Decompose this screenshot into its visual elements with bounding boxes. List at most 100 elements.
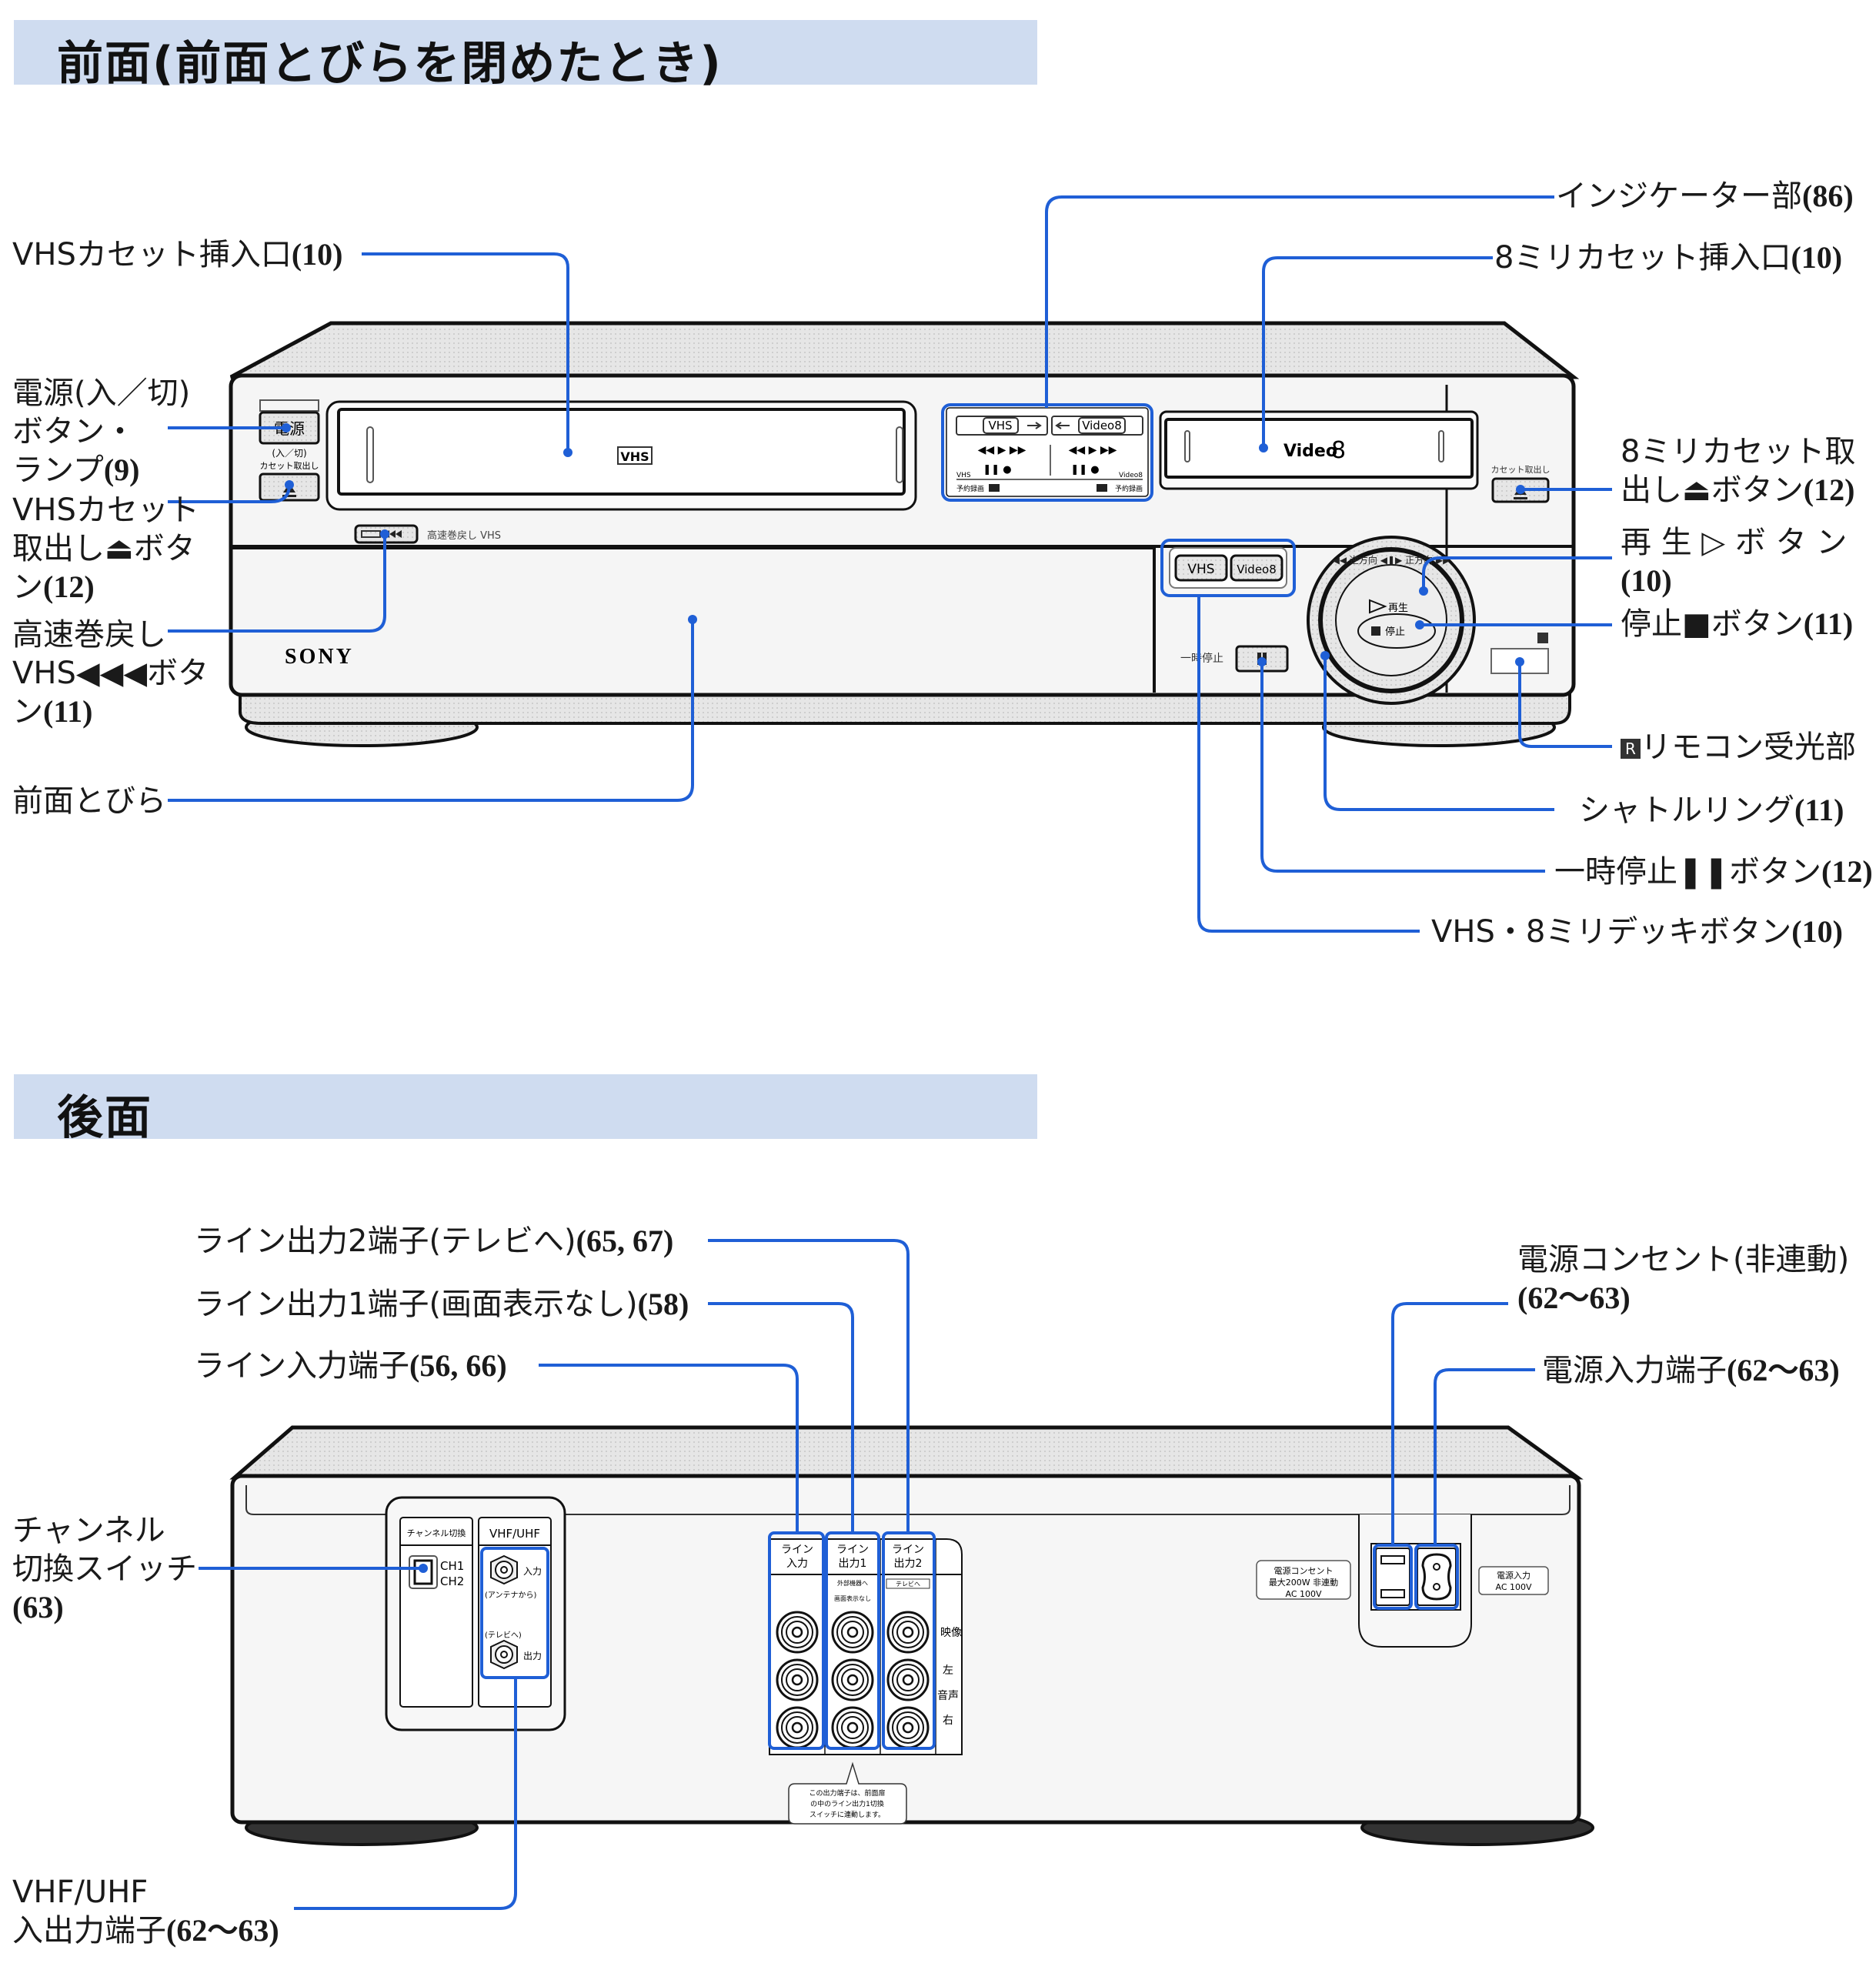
svg-text:カセット取出し: カセット取出し <box>260 460 319 471</box>
line-in-audio-left-jack[interactable] <box>776 1658 819 1701</box>
svg-text:一時停止: 一時停止 <box>1180 652 1223 665</box>
svg-text:Video8: Video8 <box>1119 472 1143 479</box>
rear-device: チャンネル切換 CH1 CH2 VHF/UHF 入力 (アンテナから) (テレビ… <box>229 1425 1594 1846</box>
label-front-door: 前面とびら <box>12 783 166 819</box>
svg-text:❚❚ ●: ❚❚ ● <box>983 464 1011 476</box>
svg-text:外部機器へ: 外部機器へ <box>837 1579 868 1587</box>
label-line-out1: ライン出力1端子(画面表示なし)(58) <box>194 1287 689 1322</box>
svg-text:映像: 映像 <box>940 1627 962 1639</box>
svg-text:この出力端子は、前面扉: この出力端子は、前面扉 <box>809 1788 885 1798</box>
vhs-logo: VHS <box>620 449 649 464</box>
svg-text:CH2: CH2 <box>440 1574 464 1588</box>
svg-text:入力: 入力 <box>523 1566 542 1577</box>
label-line-out2: ライン出力2端子(テレビへ)(65, 67) <box>194 1224 674 1259</box>
line-out2-video-jack[interactable] <box>886 1611 930 1654</box>
svg-text:8: 8 <box>1331 437 1346 464</box>
svg-text:電源コンセント: 電源コンセント <box>1274 1565 1334 1576</box>
svg-text:(テレビへ): (テレビへ) <box>485 1631 522 1640</box>
label-power-button: 電源(入／切) ボタン・ ランプ(9) <box>12 376 191 488</box>
svg-text:Video8: Video8 <box>1082 419 1122 432</box>
line-out1-audio-left-jack[interactable] <box>831 1658 874 1701</box>
svg-text:❚❚ ●: ❚❚ ● <box>1070 464 1099 476</box>
label-play-button: 再 生 ▷ ボ タ ン (10) <box>1621 525 1848 598</box>
svg-text:右: 右 <box>943 1715 953 1727</box>
svg-text:スイッチに連動します。: スイッチに連動します。 <box>809 1810 885 1819</box>
stop-icon <box>1371 626 1380 636</box>
svg-text:予約録画: 予約録画 <box>1115 484 1143 493</box>
svg-text:◀◀ ▶ ▶▶: ◀◀ ▶ ▶▶ <box>1069 444 1117 456</box>
svg-text:電源入力: 電源入力 <box>1497 1570 1531 1581</box>
rear-section-header: 後面 <box>14 1074 1037 1145</box>
svg-text:AC 100V: AC 100V <box>1285 1589 1322 1599</box>
rear-section-title: 後面 <box>57 1091 152 1145</box>
front-leader-lines <box>168 195 1612 933</box>
front-base <box>239 691 1571 725</box>
sony-logo: SONY <box>285 645 354 669</box>
video8-deck-button[interactable] <box>1230 554 1283 582</box>
svg-text:VHS: VHS <box>1187 562 1214 577</box>
label-power-outlet: 電源コンセント(非連動) (62〜63) <box>1517 1242 1850 1315</box>
vhs-deck-button[interactable] <box>1174 554 1228 582</box>
label-channel-switch: チャンネル 切換スイッチ (63) <box>12 1513 197 1624</box>
line-in-audio-right-jack[interactable] <box>776 1706 819 1749</box>
svg-text:チャンネル切換: チャンネル切換 <box>407 1528 466 1538</box>
rear-top-panel <box>229 1425 1584 1480</box>
svg-text:ライン: ライン <box>781 1544 813 1556</box>
front-section-title: 前面(前面とびらを閉めたとき) <box>57 37 723 91</box>
front-section-header: 前面(前面とびらを閉めたとき) <box>14 20 1037 91</box>
svg-text:音声: 音声 <box>937 1689 959 1702</box>
label-video8-slot: 8ミリカセット挿入口(10) <box>1494 240 1843 275</box>
rear-leader-lines <box>199 1239 1535 1910</box>
line-out1-video-jack[interactable] <box>831 1611 874 1654</box>
channel-switch[interactable] <box>413 1559 433 1585</box>
svg-text:出力: 出力 <box>523 1651 542 1661</box>
stop-button[interactable] <box>1357 613 1436 649</box>
svg-text:最大200W 非連動: 最大200W 非連動 <box>1269 1577 1338 1588</box>
line-in-video-jack[interactable] <box>776 1611 819 1654</box>
label-power-input: 電源入力端子(62〜63) <box>1542 1353 1840 1388</box>
front-top-panel <box>229 321 1580 379</box>
front-door <box>231 546 1156 693</box>
svg-text:停止: 停止 <box>1385 626 1405 638</box>
svg-text:VHS: VHS <box>988 419 1012 432</box>
label-stop-button: 停止■ボタン(11) <box>1621 606 1854 642</box>
play-button[interactable]: 再生 <box>1388 603 1408 614</box>
svg-text:CH1: CH1 <box>440 1559 464 1573</box>
svg-text:VHS: VHS <box>956 472 971 479</box>
svg-text:(アンテナから): (アンテナから) <box>485 1591 537 1600</box>
label-video8-eject: 8ミリカセット取 出し⏏ボタン(12) <box>1621 434 1856 508</box>
remote-icon <box>1537 633 1548 643</box>
label-line-in: ライン入力端子(56, 66) <box>194 1348 507 1384</box>
rca-jacks <box>776 1611 930 1749</box>
svg-text:◀◀ 逆方向 ◀❚▶ 正方向 ▶▶: ◀◀ 逆方向 ◀❚▶ 正方向 ▶▶ <box>1333 554 1450 566</box>
svg-text:予約録画: 予約録画 <box>956 484 984 493</box>
svg-text:テレビへ: テレビへ <box>896 1581 920 1588</box>
label-vhs-slot: VHSカセット挿入口(10) <box>12 237 343 272</box>
label-rewind-button: 高速巻戻し VHS◀◀◀ボタ ン(11) <box>12 617 209 730</box>
svg-text:画面表示なし: 画面表示なし <box>834 1594 871 1602</box>
remote-icon: R <box>1621 739 1641 759</box>
label-vhs-eject: VHSカセット 取出し⏏ボタ ン(12) <box>12 492 199 605</box>
label-shuttle-ring: シャトルリング(11) <box>1579 793 1844 828</box>
svg-text:の中のライン出力1切換: の中のライン出力1切換 <box>810 1799 884 1808</box>
svg-text:左: 左 <box>943 1664 953 1677</box>
front-leader-dots <box>282 423 1525 666</box>
play-icon <box>1369 599 1387 614</box>
svg-text:出力1: 出力1 <box>839 1558 867 1570</box>
line-out2-audio-left-jack[interactable] <box>886 1658 930 1701</box>
svg-text:(入／切): (入／切) <box>272 448 306 459</box>
front-device: 電源 (入／切) カセット取出し VHS 高速巻戻し VHS VHS Video… <box>229 321 1580 747</box>
line-out2-audio-right-jack[interactable] <box>886 1706 930 1749</box>
svg-text:ライン: ライン <box>836 1544 869 1556</box>
channel-switch-panel <box>399 1517 473 1708</box>
svg-text:Video8: Video8 <box>1237 563 1277 576</box>
label-indicator: インジケーター部(86) <box>1556 179 1854 214</box>
note-callout <box>788 1761 907 1825</box>
video8-logo: Video <box>1283 442 1337 461</box>
svg-text:高速巻戻し VHS: 高速巻戻し VHS <box>427 529 501 542</box>
label-pause-button: 一時停止❚❚ボタン(12) <box>1554 854 1873 890</box>
svg-text:カセット取出し: カセット取出し <box>1491 464 1551 475</box>
line-out1-audio-right-jack[interactable] <box>831 1706 874 1749</box>
